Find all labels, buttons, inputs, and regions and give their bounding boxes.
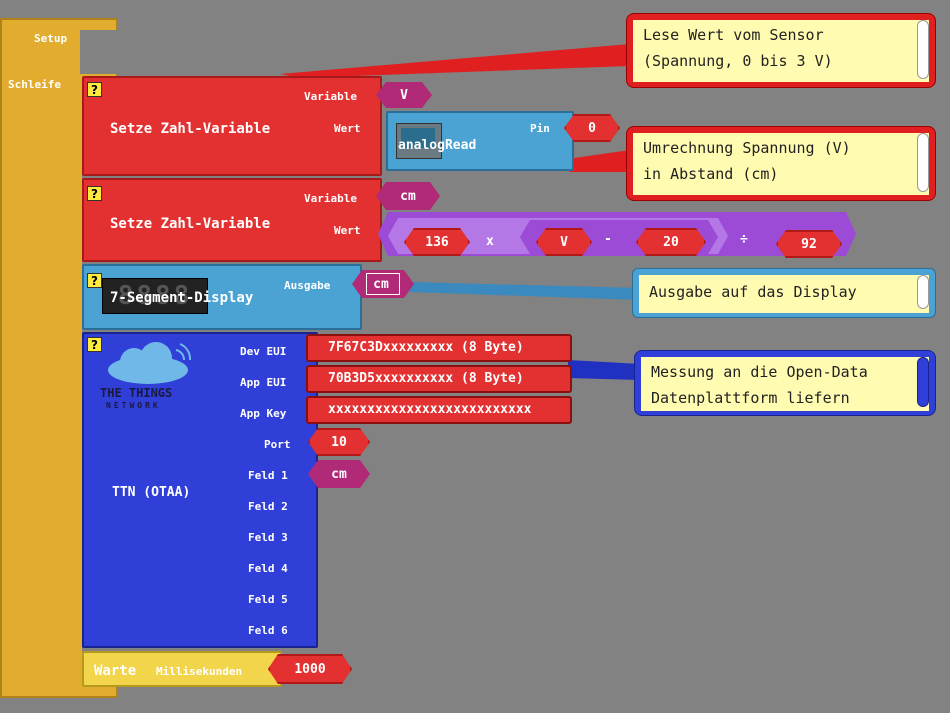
help-icon[interactable]: ? — [87, 337, 102, 352]
ttn-otaa-block[interactable]: ? THE THINGS NETWORK TTN (OTAA) Dev EUI … — [82, 332, 318, 648]
wait-unit-label: Millisekunden — [156, 665, 243, 678]
help-icon[interactable]: ? — [87, 186, 102, 201]
port-field[interactable]: 10 — [308, 428, 370, 456]
subtract-operator: - — [604, 232, 612, 247]
comment-scrollbar[interactable] — [917, 275, 929, 309]
block-title: Setze Zahl-Variable — [110, 121, 271, 137]
comment-sensor[interactable]: Lese Wert vom Sensor (Spannung, 0 bis 3 … — [626, 13, 936, 88]
setup-slot — [82, 32, 118, 74]
feld-3-label: Feld 3 — [248, 531, 288, 544]
app-eui-field[interactable]: 70B3D5xxxxxxxxxx (8 Byte) — [306, 365, 572, 393]
pin-value-field[interactable]: 0 — [564, 114, 620, 142]
wait-title: Warte — [94, 663, 137, 679]
feld-4-label: Feld 4 — [248, 562, 288, 575]
feld-2-slot[interactable] — [310, 500, 318, 516]
value-label: Wert — [334, 224, 361, 237]
set-variable-block-cm[interactable]: ? Setze Zahl-Variable Variable Wert — [82, 178, 382, 262]
app-key-field[interactable]: xxxxxxxxxxxxxxxxxxxxxxxxxx — [306, 396, 572, 424]
variable-v-chip[interactable]: V — [376, 82, 432, 108]
feld-2-label: Feld 2 — [248, 500, 288, 513]
analog-read-title: analogRead — [398, 138, 477, 153]
feld-1-chip[interactable]: cm — [308, 460, 370, 488]
number-92[interactable]: 92 — [776, 230, 842, 258]
ttn-logo-line1: THE THINGS — [100, 386, 173, 400]
seven-segment-title: 7-Segment-Display — [110, 290, 254, 306]
comment-text[interactable]: Messung an die Open-Data Datenplattform … — [641, 357, 929, 411]
output-label: Ausgabe — [284, 279, 331, 292]
output-value: cm — [373, 276, 389, 292]
comment-text[interactable]: Ausgabe auf das Display — [639, 275, 929, 313]
seven-segment-icon: 8888 — [102, 278, 208, 314]
feld-4-slot[interactable] — [310, 562, 318, 578]
loop-label: Schleife — [8, 78, 61, 91]
feld-5-label: Feld 5 — [248, 593, 288, 606]
feld-6-label: Feld 6 — [248, 624, 288, 637]
arduino-board-icon — [396, 123, 442, 159]
seven-segment-digits: 8888 — [117, 281, 193, 311]
pin-label: Pin — [530, 122, 550, 135]
value-label: Wert — [334, 122, 361, 135]
output-value-slot[interactable] — [352, 270, 414, 298]
analog-read-block[interactable]: analogRead Pin — [386, 111, 574, 171]
number-20[interactable]: 20 — [636, 228, 706, 256]
comment-display[interactable]: Ausgabe auf das Display — [632, 268, 936, 318]
ttn-logo-line2: NETWORK — [106, 401, 161, 410]
ttn-title: TTN (OTAA) — [112, 485, 191, 500]
app-key-label: App Key — [240, 407, 287, 420]
feld-5-slot[interactable] — [310, 593, 318, 609]
setup-label: Setup — [34, 32, 68, 45]
dev-eui-label: Dev EUI — [240, 345, 287, 358]
dev-eui-field[interactable]: 7F67C3Dxxxxxxxxx (8 Byte) — [306, 334, 572, 362]
comment-ttn[interactable]: Messung an die Open-Data Datenplattform … — [634, 350, 936, 416]
comment-conversion[interactable]: Umrechnung Spannung (V) in Abstand (cm) — [626, 126, 936, 201]
multiply-operator: x — [486, 234, 494, 249]
variable-cm-chip[interactable]: cm — [376, 182, 440, 210]
comment-scrollbar[interactable] — [917, 133, 929, 192]
number-136[interactable]: 136 — [404, 228, 470, 256]
variable-label: Variable — [304, 90, 357, 103]
seven-segment-block[interactable]: ? 8888 7-Segment-Display Ausgabe — [82, 264, 362, 330]
block-title: Setze Zahl-Variable — [110, 216, 271, 232]
help-icon[interactable]: ? — [87, 273, 102, 288]
ttn-cloud-icon — [108, 342, 192, 384]
comment-scrollbar[interactable] — [917, 357, 929, 407]
port-label: Port — [264, 438, 291, 451]
feld-1-label: Feld 1 — [248, 469, 288, 482]
comment-text[interactable]: Lese Wert vom Sensor (Spannung, 0 bis 3 … — [633, 20, 929, 82]
variable-v-ref[interactable]: V — [536, 228, 592, 256]
wait-value-field[interactable]: 1000 — [268, 654, 352, 684]
app-eui-label: App EUI — [240, 376, 287, 389]
feld-3-slot[interactable] — [310, 531, 318, 547]
divide-operator: ÷ — [740, 232, 748, 247]
help-icon[interactable]: ? — [87, 82, 102, 97]
variable-label: Variable — [304, 192, 357, 205]
comment-text[interactable]: Umrechnung Spannung (V) in Abstand (cm) — [633, 133, 929, 195]
comment-scrollbar[interactable] — [917, 20, 929, 79]
feld-6-slot[interactable] — [310, 624, 318, 640]
wait-block[interactable]: Warte Millisekunden — [82, 651, 282, 687]
set-variable-block-v[interactable]: ? Setze Zahl-Variable Variable Wert — [82, 76, 382, 176]
